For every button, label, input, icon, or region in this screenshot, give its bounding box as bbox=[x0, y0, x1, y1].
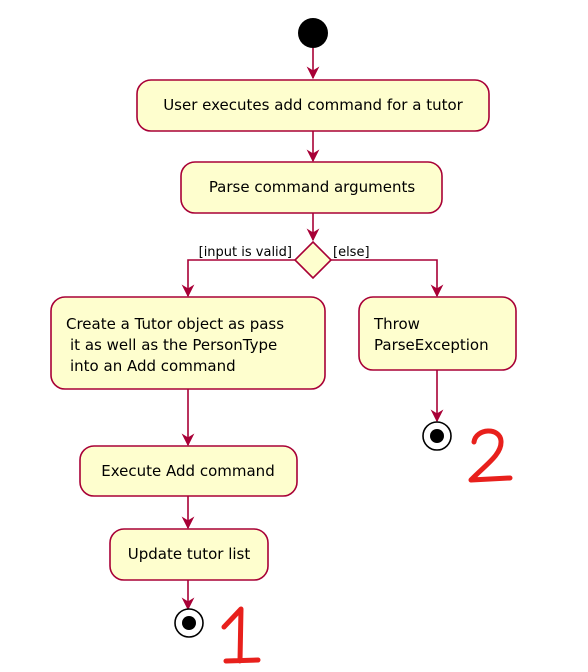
activity-create-tutor: Create a Tutor object as pass it as well… bbox=[50, 296, 326, 390]
decision-diamond bbox=[293, 240, 333, 280]
edge-decision-to-create bbox=[181, 259, 295, 298]
activity-execute-add-label: Execute Add command bbox=[101, 462, 274, 480]
activity-create-tutor-line-3: into an Add command bbox=[70, 357, 236, 375]
start-node bbox=[298, 18, 328, 48]
annotation-number-2 bbox=[468, 428, 513, 483]
end-node-left bbox=[174, 608, 204, 638]
guard-else: [else] bbox=[333, 245, 370, 260]
activity-user-executes-label: User executes add command for a tutor bbox=[163, 96, 463, 114]
edges bbox=[181, 48, 444, 611]
activity-update-list: Update tutor list bbox=[109, 528, 269, 581]
annotation-number-1 bbox=[221, 606, 261, 664]
activity-update-list-label: Update tutor list bbox=[128, 545, 251, 563]
activity-throw-line-2: ParseException bbox=[374, 336, 489, 354]
activity-create-tutor-line-1: Create a Tutor object as pass bbox=[66, 315, 284, 333]
activity-throw-line-1: Throw bbox=[373, 315, 420, 333]
activity-parse-arguments: Parse command arguments bbox=[180, 161, 443, 214]
activity-user-executes: User executes add command for a tutor bbox=[136, 79, 490, 132]
end-node-right bbox=[422, 421, 452, 451]
guard-input-valid: [input is valid] bbox=[199, 245, 292, 260]
edge-decision-to-throw bbox=[331, 259, 444, 298]
activity-create-tutor-line-2: it as well as the PersonType bbox=[70, 336, 277, 354]
activity-parse-arguments-label: Parse command arguments bbox=[209, 178, 416, 196]
activity-execute-add: Execute Add command bbox=[79, 445, 298, 497]
activity-throw-exception: Throw ParseException bbox=[358, 296, 517, 371]
